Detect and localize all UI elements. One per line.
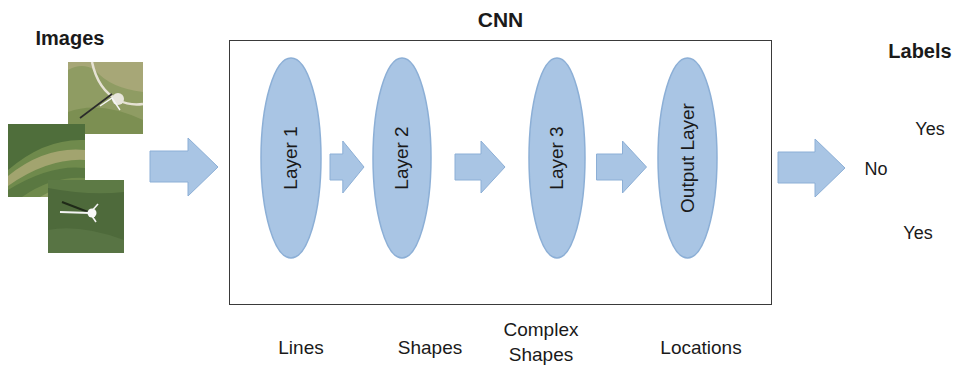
aerial-image xyxy=(68,62,143,134)
ellipse-shape xyxy=(373,58,431,258)
block-arrow xyxy=(455,141,505,193)
annotation-label: No xyxy=(864,158,887,181)
ellipse-shape xyxy=(529,58,585,258)
layer-ellipse: Layer 2 xyxy=(372,57,432,259)
column-heading: Labels xyxy=(888,38,951,64)
layer-ellipse: Layer 3 xyxy=(528,57,586,259)
layer-label: Layer 3 xyxy=(547,126,568,189)
layer-label: Output Layer xyxy=(677,103,698,213)
column-heading: Images xyxy=(36,25,105,51)
layer-ellipse: Output Layer xyxy=(657,57,718,259)
box-heading: CNN xyxy=(230,7,771,32)
flow-arrow xyxy=(150,138,218,196)
ellipse-shape xyxy=(658,58,717,258)
block-arrow xyxy=(597,141,647,193)
annotation-label: Yes xyxy=(915,118,944,141)
annotation-label: Complex Shapes xyxy=(491,318,591,367)
annotation-label: Yes xyxy=(903,222,932,245)
ellipse-shape xyxy=(261,58,321,258)
network-box: CNNLayer 1Layer 2Layer 3Output Layer xyxy=(229,40,772,305)
flow-arrow xyxy=(778,139,845,197)
layer-label: Layer 1 xyxy=(281,126,302,189)
annotation-label: Shapes xyxy=(398,336,462,361)
annotation-label: Lines xyxy=(278,336,323,361)
annotation-label: Locations xyxy=(660,336,741,361)
block-arrow xyxy=(330,141,364,193)
layer-label: Layer 2 xyxy=(392,126,413,189)
aerial-image xyxy=(48,180,124,253)
layer-ellipse: Layer 1 xyxy=(260,57,322,259)
